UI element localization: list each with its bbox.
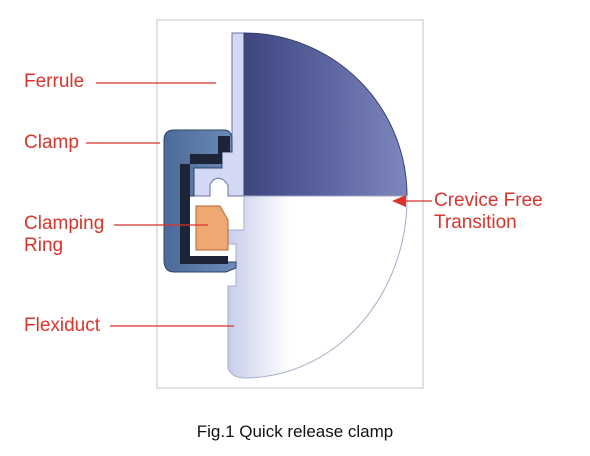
clamping-ring-label-line-2: Ring xyxy=(24,235,64,256)
crevice-free-transition-label: Crevice Free Transition xyxy=(434,190,543,234)
clamp-upper-jaw xyxy=(190,136,230,164)
clamping-ring xyxy=(195,205,229,251)
crevice-label-line-2: Transition xyxy=(434,212,517,233)
crevice-arrow-head xyxy=(392,195,406,207)
crevice-label-line-1: Crevice Free xyxy=(434,190,543,211)
clamping-ring-label: Clamping Ring xyxy=(24,213,104,257)
figure-caption: Fig.1 Quick release clamp xyxy=(196,422,394,441)
clamp-label: Clamp xyxy=(24,132,79,153)
ferrule-body xyxy=(243,32,408,197)
ferrule-label: Ferrule xyxy=(24,71,85,92)
flexiduct-body xyxy=(227,195,408,379)
flexiduct-label: Flexiduct xyxy=(24,315,101,336)
clamping-ring-label-line-1: Clamping xyxy=(24,213,105,234)
clamp-inner-channel xyxy=(180,164,228,264)
